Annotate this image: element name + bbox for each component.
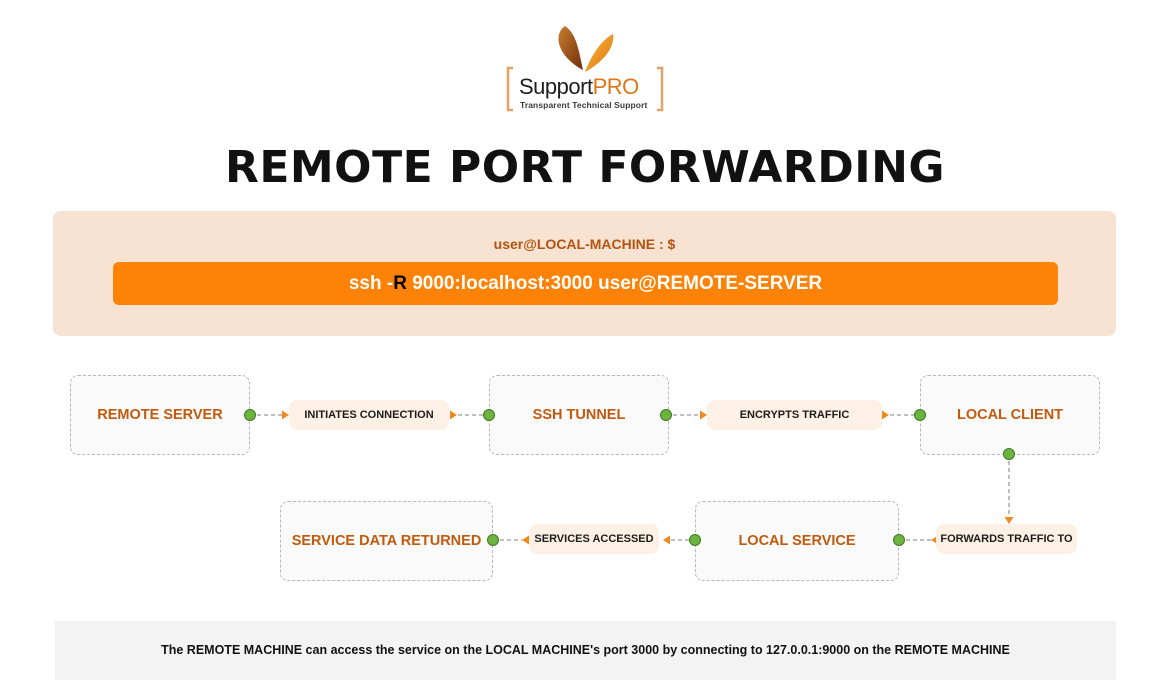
logo-tagline: Transparent Technical Support <box>520 100 648 110</box>
connector-dot-icon <box>483 409 495 421</box>
arrow-right-icon <box>282 410 289 420</box>
arrow-right-icon <box>700 410 707 420</box>
cmd-rest: 9000:localhost:3000 user@REMOTE-SERVER <box>406 272 823 294</box>
edge-label-encrypts-traffic: ENCRYPTS TRAFFIC <box>707 400 882 430</box>
edge-label-services-accessed: SERVICES ACCESSED <box>529 524 659 554</box>
connector-dot-icon <box>893 534 905 546</box>
node-remote-server: REMOTE SERVER <box>70 375 250 455</box>
page-title: REMOTE PORT FORWARDING <box>224 142 946 193</box>
connector-dot-icon <box>1003 448 1015 460</box>
supportpro-logo: SupportPRO Transparent Technical Support <box>505 22 665 114</box>
footer-note-panel: The REMOTE MACHINE can access the servic… <box>55 621 1116 680</box>
node-service-data-returned: SERVICE DATA RETURNED <box>280 501 493 581</box>
butterfly-logo-icon <box>506 26 664 112</box>
connector-dot-icon <box>487 534 499 546</box>
logo-brand-accent: PRO <box>592 74 640 99</box>
connector-dot-icon <box>660 409 672 421</box>
arrow-left-icon <box>522 535 529 545</box>
connector-dot-icon <box>914 409 926 421</box>
logo-brand-main: Support <box>519 74 593 99</box>
node-local-service: LOCAL SERVICE <box>695 501 899 581</box>
shell-prompt: user@LOCAL-MACHINE : $ <box>493 236 676 252</box>
logo-wordmark: SupportPRO <box>519 74 639 100</box>
edge-label-forwards-traffic-to: FORWARDS TRAFFIC TO <box>936 524 1077 554</box>
arrow-right-icon <box>882 410 889 420</box>
footer-note: The REMOTE MACHINE can access the servic… <box>161 643 1010 657</box>
arrow-right-icon <box>450 410 457 420</box>
connector-dot-icon <box>689 534 701 546</box>
arrow-down-icon <box>1004 517 1014 524</box>
edge-label-initiates-connection: INITIATES CONNECTION <box>289 400 449 430</box>
cmd-prefix: ssh - <box>348 272 394 294</box>
arrow-left-icon <box>663 535 670 545</box>
connector-dot-icon <box>244 409 256 421</box>
command-panel: user@LOCAL-MACHINE : $ ssh -R 9000:local… <box>53 211 1116 336</box>
cmd-flag: R <box>393 272 407 294</box>
ssh-command-bar: ssh -R 9000:localhost:3000 user@REMOTE-S… <box>113 262 1058 305</box>
